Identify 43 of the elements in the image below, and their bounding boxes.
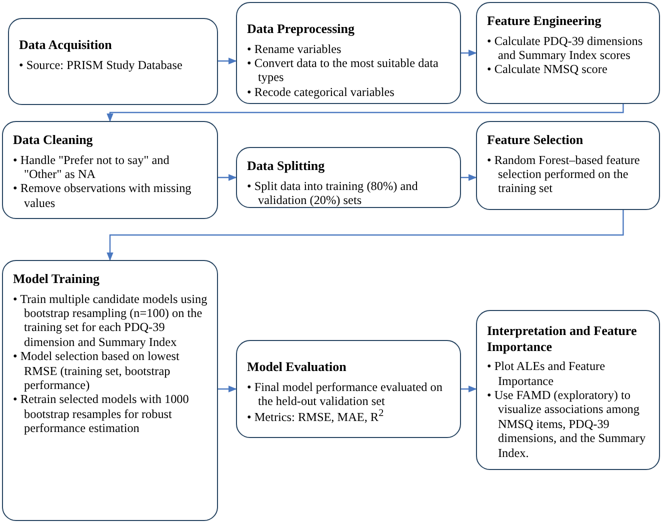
arrow bbox=[461, 50, 477, 56]
bullet-text: • Source: PRISM Study Database bbox=[19, 58, 184, 72]
box-heading: Feature Selection bbox=[487, 132, 584, 148]
arrow bbox=[218, 174, 237, 181]
box-heading: Data Splitting bbox=[247, 158, 326, 174]
box-heading: Model Evaluation bbox=[247, 359, 348, 375]
process-box bbox=[8, 18, 218, 105]
box-heading: Data Acquisition bbox=[19, 37, 113, 53]
process-box bbox=[2, 121, 218, 219]
bullet-text: • Handle "Prefer not to say" and "Other" as NA bbox=[13, 152, 170, 182]
box-heading: Feature Engineering bbox=[487, 13, 602, 29]
bullet-text: • Rename variables bbox=[247, 42, 342, 56]
bullet-text: • Remove observations with missing values bbox=[13, 181, 192, 210]
bullet-text: • Calculate NMSQ score bbox=[487, 62, 608, 77]
arrow bbox=[218, 386, 237, 392]
bullet-text: • Calculate PDQ-39 dimensions and Summary Index scores bbox=[487, 34, 644, 62]
bullet-text: • Plot ALEs and Feature Importance bbox=[487, 359, 606, 388]
process-box bbox=[236, 147, 461, 208]
process-box bbox=[476, 2, 660, 104]
bullet-text: • Random Forest–based feature selection performed on the training set bbox=[487, 152, 641, 196]
bullet-text: • Convert data to the most suitable data types bbox=[247, 56, 440, 85]
arrow bbox=[106, 210, 624, 261]
box-heading: Data Preprocessing bbox=[247, 21, 356, 37]
process-box bbox=[476, 121, 660, 210]
arrow bbox=[218, 58, 237, 64]
box-heading: Interpretation and Feature Importance bbox=[487, 323, 638, 354]
arrow bbox=[106, 104, 624, 122]
arrow bbox=[461, 386, 477, 392]
box-heading: Data Cleaning bbox=[13, 132, 94, 148]
bullet-text: • Metrics: RMSE, MAE, R$^{2}$ bbox=[247, 408, 385, 425]
process-box bbox=[236, 2, 461, 104]
process-box bbox=[236, 340, 461, 438]
box-heading: Model Training bbox=[13, 271, 101, 287]
bullet-text: • Train multiple candidate models using bootstrap resampling (n=100) on the training set for each PDQ-39 dimension and Summary Index bbox=[13, 292, 208, 350]
bullet-text: • Model selection based on lowest RMSE (training set, bootstrap performance) bbox=[13, 349, 180, 392]
process-box bbox=[2, 260, 218, 521]
arrow bbox=[461, 174, 477, 181]
bullet-text: • Use FAMD (exploratory) to visualize associations among NMSQ items, PDQ-39 dimensions, and the Summary Index. bbox=[487, 388, 647, 460]
bullet-text: • Retrain selected models with 1000 bootstrap resamples for robust performance estimation bbox=[13, 392, 190, 436]
bullet-text: • Recode categorical variables bbox=[247, 84, 396, 100]
bullet-text: • Split data into training (80%) and validation (20%) sets bbox=[247, 178, 419, 208]
bullet-text: • Final model performance evaluated on the held-out validation set bbox=[247, 380, 444, 408]
process-box bbox=[476, 310, 660, 470]
